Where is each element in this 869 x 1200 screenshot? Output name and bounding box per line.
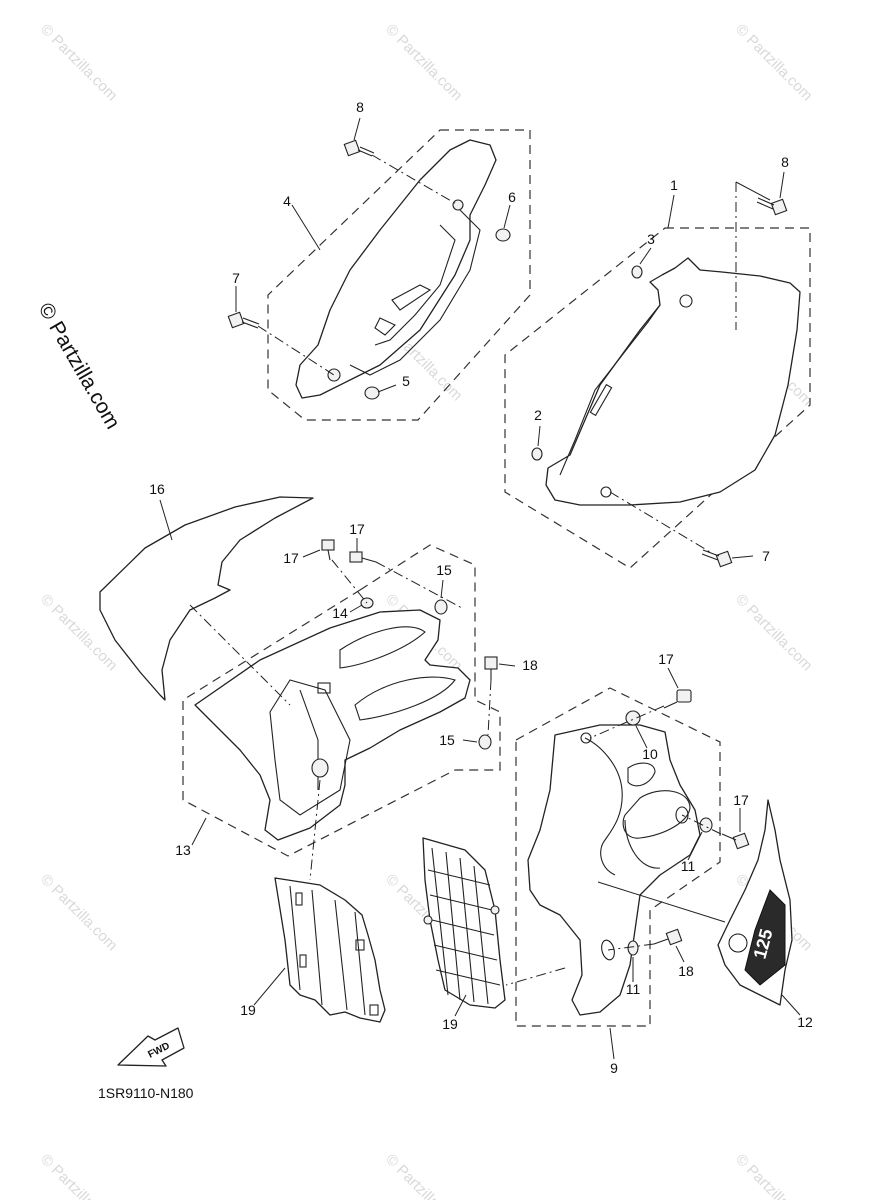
collar-icon xyxy=(625,710,641,726)
callout-number: 16 xyxy=(149,481,165,497)
callout-number: 3 xyxy=(647,231,655,247)
part-group-radiator-guards: 19 19 xyxy=(240,837,506,1032)
bolt-icon xyxy=(343,139,375,157)
screw-icon xyxy=(349,551,377,563)
grommet xyxy=(327,368,341,382)
collar-icon xyxy=(434,599,448,615)
callout-number: 7 xyxy=(762,548,770,564)
callout-number: 1 xyxy=(670,177,678,193)
watermark: © Partzilla.com xyxy=(382,21,465,104)
callout-number: 8 xyxy=(781,154,789,170)
watermark: © Partzilla.com xyxy=(732,1151,815,1200)
watermark: © Partzilla.com xyxy=(37,1151,120,1200)
callout-number: 7 xyxy=(232,270,240,286)
part-group-shroud-left: 16 17 17 15 14 18 15 13 xyxy=(99,481,538,881)
callout-number: 9 xyxy=(610,1060,618,1076)
part-group-side-cover-left: 8 6 4 7 5 xyxy=(227,99,531,421)
bolt-icon xyxy=(756,197,788,216)
callout-number: 8 xyxy=(356,99,364,115)
bolt-icon xyxy=(321,539,335,561)
callout-number: 13 xyxy=(175,842,191,858)
grommet xyxy=(490,905,500,915)
callout-number: 17 xyxy=(283,550,299,566)
radiator-grille-right[interactable] xyxy=(422,837,506,1009)
radiator-shroud-left[interactable] xyxy=(194,609,471,841)
callout-number: 17 xyxy=(733,792,749,808)
callout-number: 6 xyxy=(508,189,516,205)
grommet-icon xyxy=(627,940,639,956)
grommet xyxy=(452,199,464,211)
watermark: © Partzilla.com xyxy=(732,591,815,674)
callout-number: 18 xyxy=(522,657,538,673)
callout-number: 11 xyxy=(681,858,696,874)
callout-number: 10 xyxy=(642,746,658,762)
watermark: © Partzilla.com xyxy=(37,21,120,104)
callout-number: 11 xyxy=(626,981,641,997)
callout-number: 5 xyxy=(402,373,410,389)
radiator-shroud-right[interactable] xyxy=(527,724,701,1016)
assembly-boundary xyxy=(182,544,501,857)
grommet-icon xyxy=(531,447,543,461)
bolt-icon xyxy=(484,656,498,680)
diagram-code: 1SR9110-N180 xyxy=(98,1085,194,1101)
callout-number: 2 xyxy=(534,407,542,423)
callout-number: 18 xyxy=(678,963,694,979)
grommet-icon xyxy=(699,817,713,833)
bolt-icon xyxy=(721,832,750,850)
bolt-icon xyxy=(653,928,683,946)
watermark: © Partzilla.com xyxy=(37,871,120,954)
callout-number: 4 xyxy=(283,193,291,209)
washer-icon xyxy=(495,228,511,242)
bolt-icon xyxy=(663,689,692,709)
radiator-guard-left[interactable] xyxy=(274,877,386,1023)
callout-number: 17 xyxy=(658,651,674,667)
bolt-icon xyxy=(227,311,260,329)
callout-number: 12 xyxy=(797,1014,813,1030)
callout-number: 19 xyxy=(240,1002,256,1018)
part-group-side-panel-right: 1 8 3 2 7 xyxy=(504,154,811,569)
assembly-boundary xyxy=(504,227,811,569)
callout-number: 17 xyxy=(349,521,365,537)
fwd-arrow-icon: FWD xyxy=(117,1027,185,1067)
callout-number: 15 xyxy=(439,732,455,748)
callout-number: 14 xyxy=(332,605,348,621)
side-panel[interactable] xyxy=(545,257,801,506)
shroud-decal-left[interactable] xyxy=(99,496,314,701)
grommet xyxy=(423,915,433,925)
washer-icon xyxy=(364,386,380,400)
collar-icon xyxy=(478,734,492,750)
assembly-boundary xyxy=(267,129,531,421)
watermark: © Partzilla.com xyxy=(732,21,815,104)
assembly-boundary xyxy=(515,687,721,1027)
callout-number: 19 xyxy=(442,1016,458,1032)
grommet-icon xyxy=(631,265,643,279)
grommet xyxy=(311,758,329,778)
callout-number: 15 xyxy=(436,562,452,578)
side-watermark: © Partzilla.com xyxy=(34,299,125,433)
part-group-shroud-right: 125 17 10 17 11 18 11 12 9 xyxy=(505,651,813,1076)
bolt-icon xyxy=(701,549,733,568)
watermark: © Partzilla.com xyxy=(382,1151,465,1200)
side-cover-left[interactable] xyxy=(295,139,497,399)
